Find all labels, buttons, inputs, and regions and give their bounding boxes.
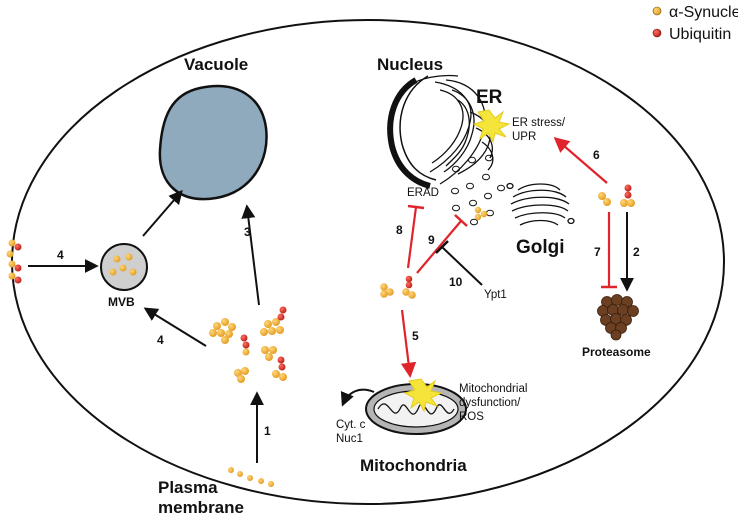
membrane-synuclein-chain <box>6 239 22 284</box>
pathway-4-label-bottom: 4 <box>157 333 164 347</box>
inhibit-10-bar <box>435 240 449 254</box>
arrow-3-aggregates-to-vacuole <box>241 204 260 306</box>
pathway-3-label: 3 <box>244 225 251 239</box>
nuc1-label: Nuc1 <box>336 433 363 445</box>
mito-dysfunction-label-line1: Mitochondrial <box>459 383 527 395</box>
arrow-mvb-to-vacuole <box>142 189 183 237</box>
golgi-label: Golgi <box>516 237 565 258</box>
pathway-2-label: 2 <box>633 245 640 259</box>
aggregate-cluster-4 <box>261 346 277 361</box>
vacuole-label: Vacuole <box>184 55 248 74</box>
aggregate-cluster-5 <box>234 367 249 383</box>
legend-synuclein-label: α-Synuclein <box>669 4 738 21</box>
aggregate-cluster-3 <box>240 334 250 356</box>
mvb-synuclein-cluster <box>109 253 137 276</box>
er-stress-label-line1: ER stress/ <box>512 117 566 129</box>
pathway-9-label: 9 <box>428 233 435 247</box>
inhibit-9-vesicle-trafficking <box>416 220 462 274</box>
aggregate-cluster-2 <box>260 306 287 336</box>
vesicle-synuclein-cluster <box>474 206 488 221</box>
mitochondria-label: Mitochondria <box>360 456 467 475</box>
arrow-5-to-mitochondria <box>400 309 417 379</box>
aggregate-cluster-6 <box>272 356 287 381</box>
plasma-membrane-label-line2: membrane <box>158 498 244 517</box>
arrow-cytc-release <box>340 388 375 407</box>
pathway-5-label: 5 <box>412 329 419 343</box>
inhibit-8-erad <box>406 206 418 269</box>
proteasome <box>597 294 639 341</box>
pathway-4-label-top: 4 <box>57 248 64 262</box>
er-stress-burst-icon <box>472 109 511 144</box>
pathway-10-label: 10 <box>449 275 463 289</box>
right-synuclein-group <box>598 184 635 207</box>
mito-dysfunction-label-line2: dysfunction/ <box>459 397 521 409</box>
mito-stress-burst-icon <box>403 378 443 413</box>
ubiquitin-legend-icon <box>652 28 662 38</box>
legend-ubiquitin-label: Ubiquitin <box>669 26 731 43</box>
proteasome-label: Proteasome <box>582 345 651 359</box>
inhibit-9-bar <box>454 214 468 227</box>
pathway-1-label: 1 <box>264 424 271 438</box>
synuclein-legend-icon <box>652 6 662 16</box>
vacuole <box>158 84 268 201</box>
inhibit-8-bar <box>407 204 425 210</box>
nucleus-envelope <box>387 75 437 189</box>
legend: α-Synuclein Ubiquitin <box>652 4 738 43</box>
mvb-label: MVB <box>108 295 135 309</box>
er-membranes <box>407 74 494 185</box>
mitochondrion <box>365 383 467 435</box>
er-stress-label-line2: UPR <box>512 131 536 143</box>
mito-dysfunction-label-line3: ROS <box>459 411 484 423</box>
inhibit-10-ypt1 <box>441 246 483 286</box>
arrow-4-aggregates-to-mvb <box>143 307 207 347</box>
pathway-6-label: 6 <box>593 148 600 162</box>
pathway-8-label: 8 <box>396 223 403 237</box>
arrow-6-to-er-stress <box>553 136 608 184</box>
aggregate-cluster-1 <box>209 318 236 344</box>
er-label: ER <box>476 87 503 108</box>
erad-label: ERAD <box>407 187 439 199</box>
cytc-label: Cyt. c <box>336 419 366 431</box>
ypt1-label: Ypt1 <box>484 289 507 301</box>
golgi-stack <box>506 182 575 226</box>
nucleus-label: Nucleus <box>377 55 443 74</box>
plasma-membrane-synuclein <box>228 467 274 487</box>
plasma-membrane-label-line1: Plasma <box>158 478 218 497</box>
pathway-7-label: 7 <box>594 245 601 259</box>
central-synuclein-group <box>380 275 416 299</box>
synuclein-aggregates <box>209 306 287 383</box>
